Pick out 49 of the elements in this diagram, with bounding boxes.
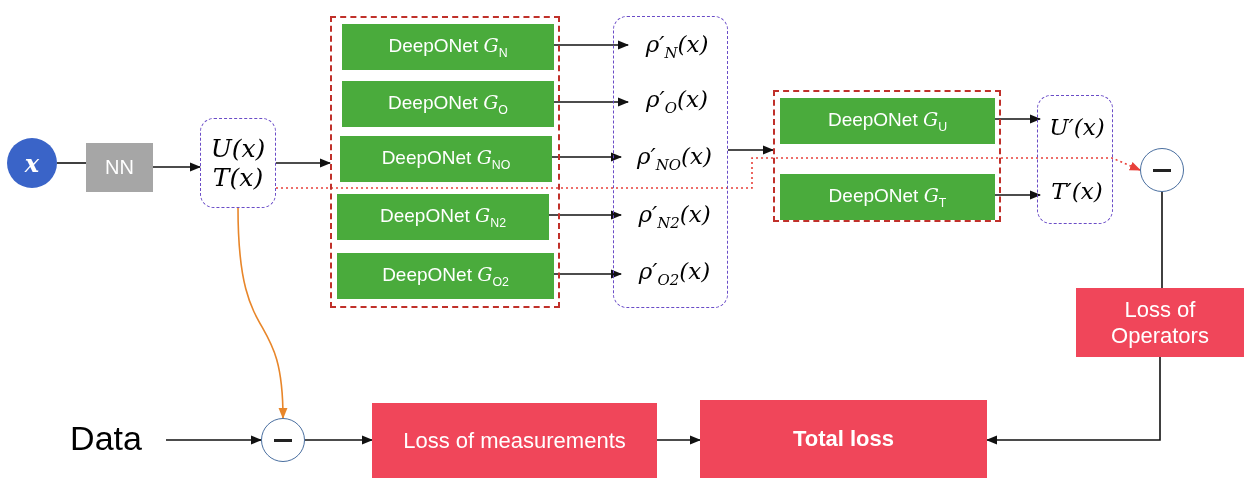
node-label: DeepONet G$_{N}$ [388,34,508,60]
node-label: DeepONet G$_{T}$ [828,184,947,210]
variable-label: ρ′$_{O}$(x) [629,82,725,120]
arrow [656,435,702,445]
node-label: U(x) [210,134,266,163]
input-label: Data [46,412,166,466]
node-label: T(x) [212,163,264,192]
node-label: DeepONet G$_{NO}$ [381,146,511,172]
operator-box [337,194,549,240]
variable-label: ρ′$_{NO}$(x) [622,138,727,178]
node-label: NN [105,156,134,179]
arrow [727,145,775,155]
variable-label: ρ′$_{O2}$(x) [622,254,727,292]
loss-box [1076,288,1244,357]
node-label: Total loss [792,426,895,452]
output-group-box [613,16,728,308]
arrow [237,207,288,420]
input-circle [7,138,57,188]
subtract-circle [261,418,305,462]
arrow [275,158,332,168]
arrow [275,157,1142,189]
variable-label: U′(x) [1041,109,1113,145]
node-label: DeepONet G$_{O2}$ [382,263,509,289]
operator-box [780,98,995,144]
network-box [86,143,153,192]
node-label: DeepONet G$_{N2}$ [380,204,506,230]
node-label: DeepONet G$_{U}$ [827,108,948,134]
variable-label: T′(x) [1041,173,1113,209]
node-label: x [24,148,40,178]
loss-box [372,403,657,478]
node-label: DeepONet G$_{O}$ [388,91,508,117]
variable-label: ρ′$_{N2}$(x) [622,197,727,235]
arrow [304,435,374,445]
operator-group-box [773,90,1001,222]
output-group-box [1037,95,1113,224]
operator-box [780,174,995,220]
output-group-box [200,118,276,208]
arrow [152,162,202,172]
loss-box [700,400,987,478]
operator-box [342,81,554,127]
operator-box [342,24,554,70]
operator-box [337,253,554,299]
operator-box [340,136,552,182]
node-label: Loss of measurements [403,427,626,454]
operator-group-box [330,16,560,308]
subtract-circle [1140,148,1184,192]
arrow [165,435,263,445]
node-label: Loss of Operators [1110,297,1210,348]
variable-label: ρ′$_{N}$(x) [629,27,725,65]
